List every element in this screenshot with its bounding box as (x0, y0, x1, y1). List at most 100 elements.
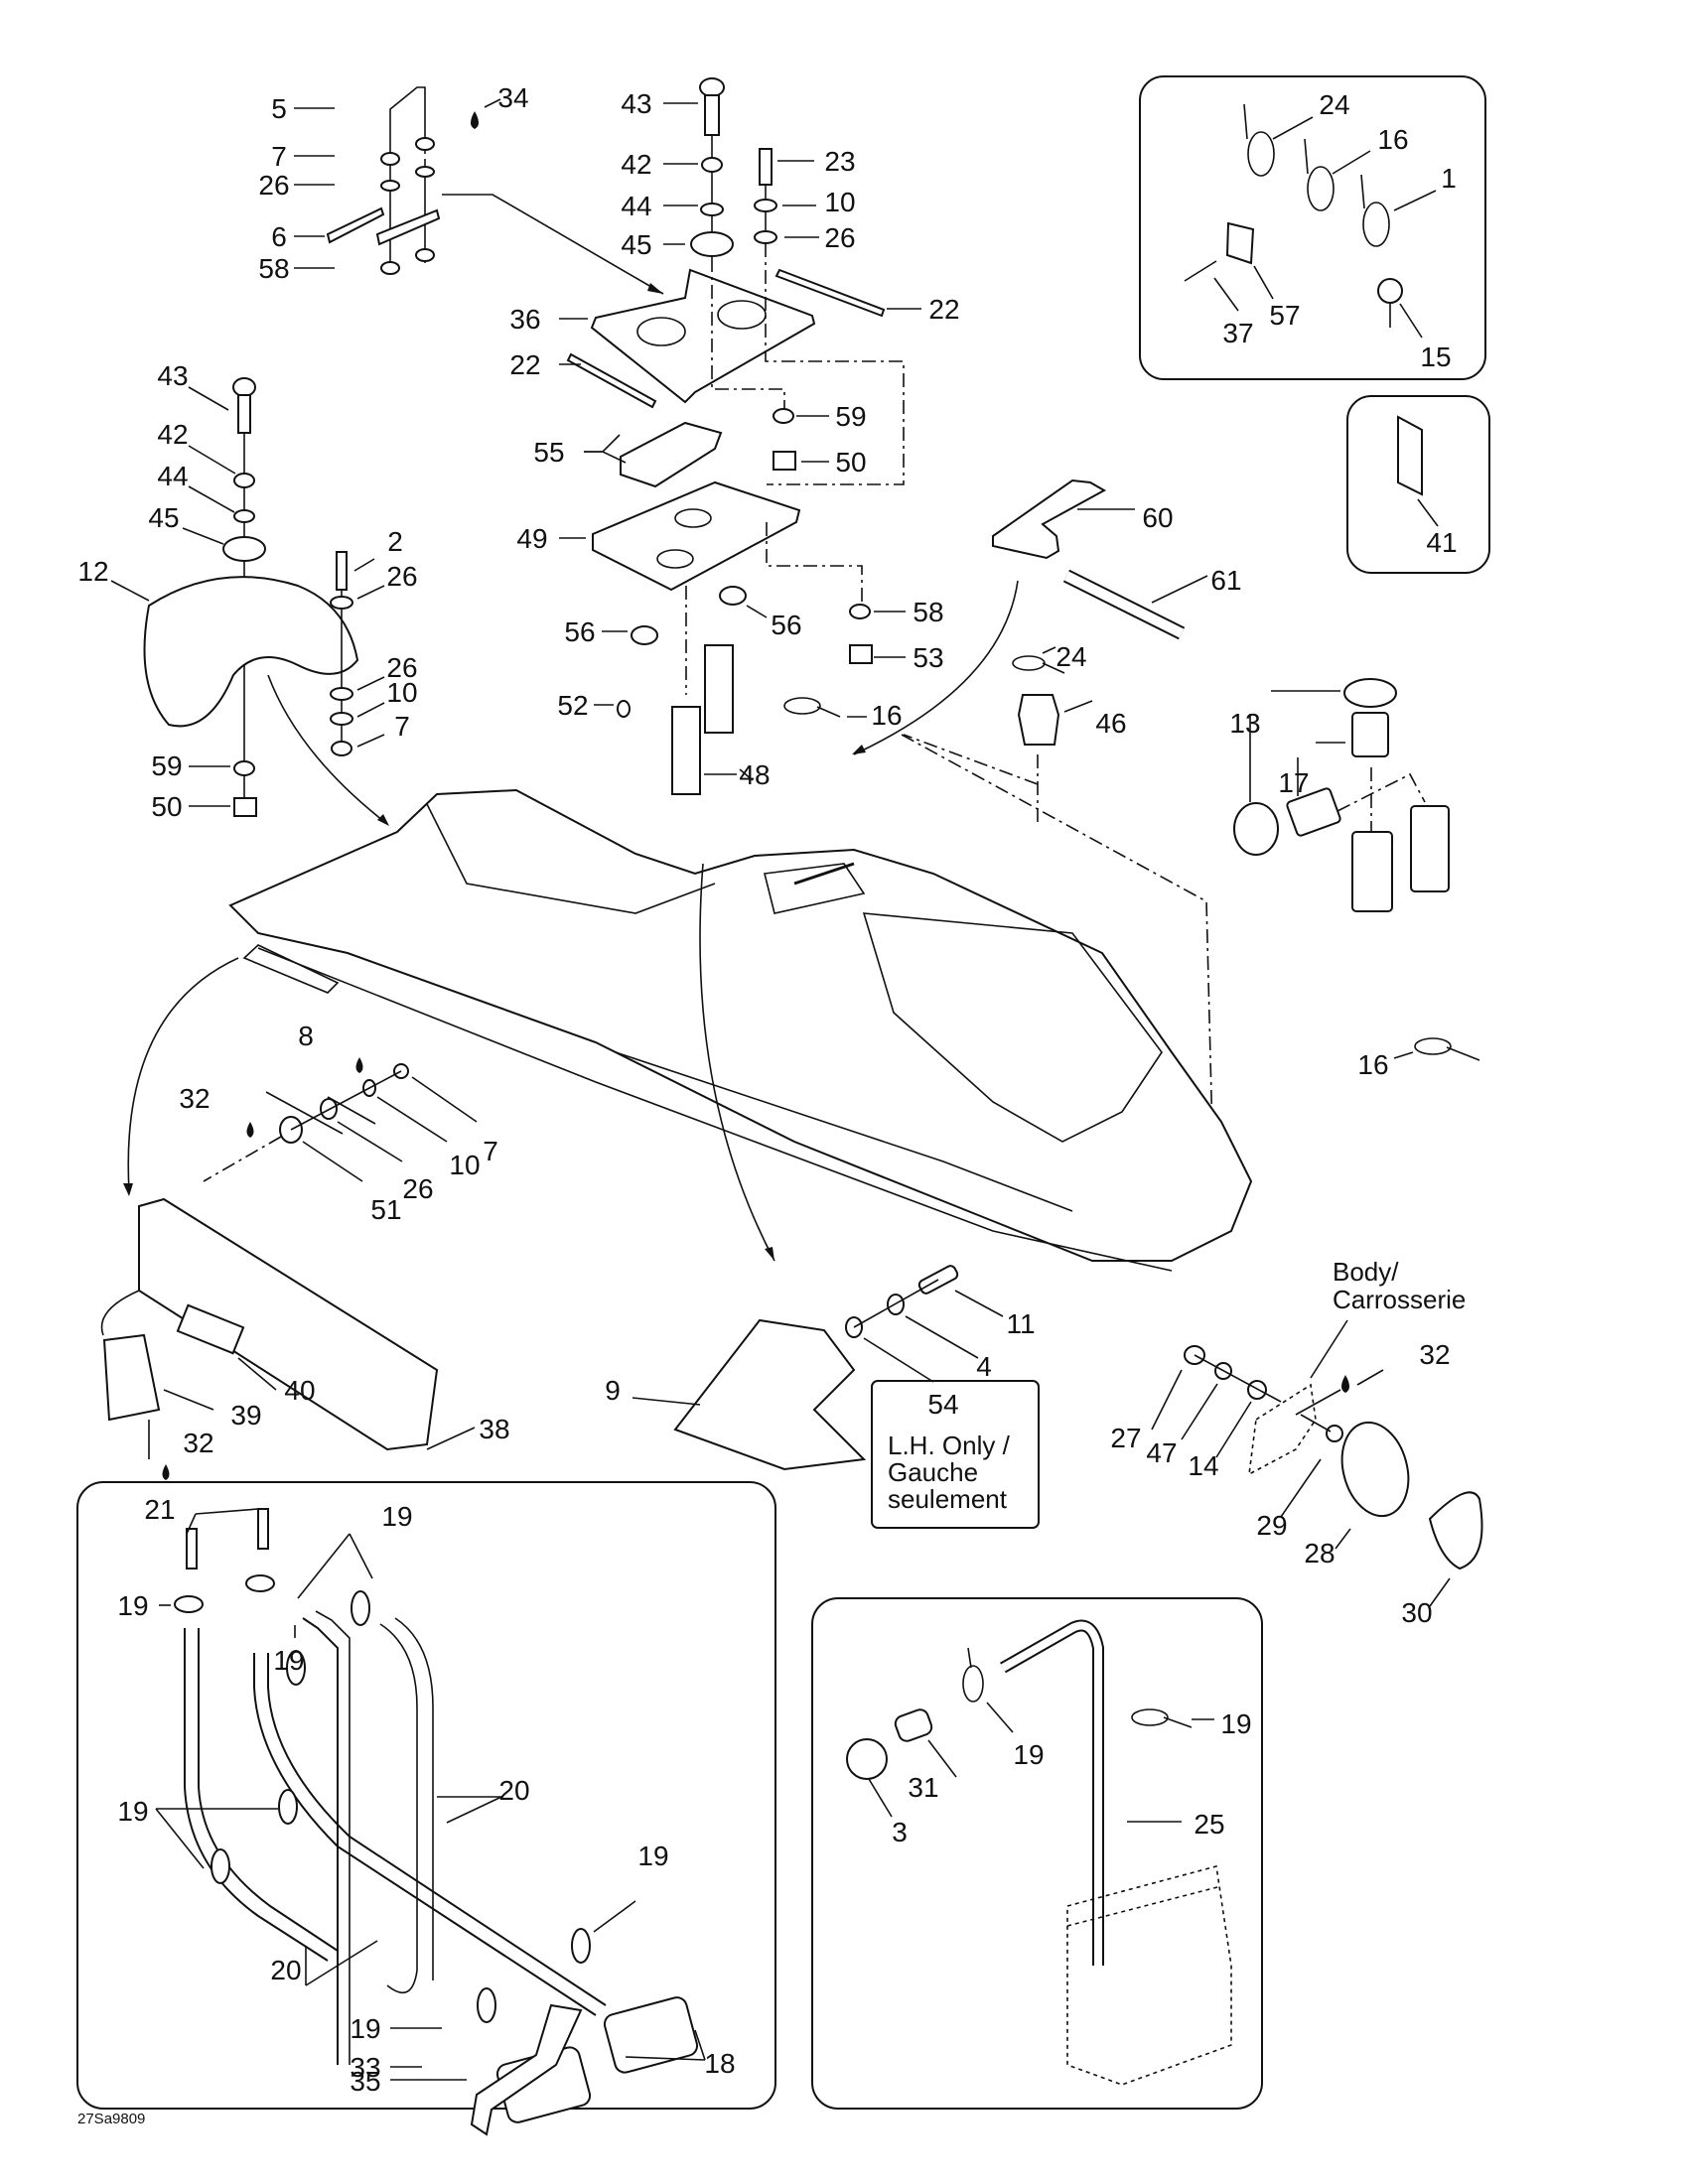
loctite-drop-icon (355, 1057, 363, 1073)
callout-26: 26 (386, 652, 417, 683)
console (764, 863, 866, 914)
side-vent (673, 1318, 867, 1471)
callout-7: 7 (271, 141, 287, 172)
callout-37: 37 (1222, 318, 1253, 348)
callout-50: 50 (151, 791, 182, 822)
hull (228, 788, 1253, 1262)
grommet (1233, 802, 1279, 856)
callout-10: 10 (824, 187, 855, 217)
clip-box: 41 (1346, 395, 1490, 574)
fastener-kit-box: 24 16 1 37 57 15 (1139, 75, 1486, 380)
callout-19: 19 (1013, 1739, 1044, 1770)
callout-30: 30 (1401, 1597, 1432, 1628)
loctite-drop-icon (1341, 1375, 1349, 1393)
callout-20: 20 (270, 1955, 301, 1985)
callout-26: 26 (258, 170, 289, 201)
callout-56: 56 (564, 616, 595, 647)
callout-19: 19 (381, 1501, 412, 1532)
callout-19: 19 (350, 2013, 380, 2044)
battery-vent-box: 19 19 31 3 25 (811, 1597, 1263, 2110)
bellows (704, 644, 734, 734)
callout-27: 27 (1110, 1423, 1141, 1453)
callout-33: 33 (350, 2052, 380, 2083)
callout-61: 61 (1210, 565, 1241, 596)
battery-outline (1066, 1864, 1232, 2086)
elbow-fitting (186, 1528, 198, 1570)
callout-56: 56 (771, 610, 801, 640)
plate (326, 206, 385, 244)
callout-16: 16 (1377, 124, 1408, 155)
loctite-drop-icon (246, 1122, 254, 1138)
callout-21: 21 (144, 1494, 175, 1525)
callout-52: 52 (557, 690, 588, 721)
callout-58: 58 (913, 597, 943, 627)
grab-handle (143, 576, 359, 728)
tow-hook (1428, 1491, 1483, 1570)
callout-40: 40 (284, 1375, 315, 1406)
callout-35: 35 (350, 2066, 380, 2097)
clamp (571, 1928, 591, 1964)
clamp (286, 1650, 306, 1686)
callout-22: 22 (928, 294, 959, 325)
callout-32: 32 (1419, 1339, 1450, 1370)
callout-43: 43 (157, 360, 188, 391)
u-bolt-assembly: 5 34 7 26 6 58 (258, 82, 664, 295)
callout-3: 3 (892, 1817, 908, 1847)
callout-42: 42 (621, 149, 651, 180)
grab-handle-assembly: 43 42 44 45 12 2 26 26 10 7 59 50 (77, 360, 418, 826)
callout-7: 7 (394, 711, 410, 742)
callout-12: 12 (77, 556, 108, 587)
callout-49: 49 (516, 523, 547, 554)
clamp (211, 1848, 230, 1884)
callout-54: 54 (927, 1389, 958, 1420)
callout-5: 5 (271, 93, 287, 124)
callout-14: 14 (1188, 1450, 1218, 1481)
side-vent-assembly: 9 11 4 54 L.H. Only / Gauche seulement (605, 1265, 1040, 1529)
sponson-assembly: 8 32 7 10 26 51 40 39 32 38 (100, 1021, 510, 1480)
callout-18: 18 (704, 2048, 735, 2079)
handlebar-support-assembly: 43 23 42 10 44 26 45 36 22 22 59 55 50 4… (509, 77, 960, 795)
loctite-drop-icon (162, 1464, 170, 1480)
callout-58: 58 (258, 253, 289, 284)
nut (415, 248, 435, 262)
loctite-drop-icon (471, 111, 479, 129)
callout-31: 31 (908, 1772, 938, 1803)
lh-only-note-box (871, 1380, 1040, 1529)
callout-59: 59 (151, 751, 182, 781)
hood-panel (862, 912, 1163, 1143)
callout-10: 10 (449, 1150, 480, 1180)
note-body: Body/ (1333, 1257, 1399, 1287)
sponson-fin (102, 1333, 161, 1422)
callout-36: 36 (509, 304, 540, 335)
callout-17: 17 (1278, 767, 1309, 798)
note-lh-only: L.H. Only / (888, 1431, 1011, 1460)
u-bolt (389, 86, 426, 154)
callout-28: 28 (1304, 1538, 1335, 1569)
callout-48: 48 (739, 759, 770, 790)
callout-57: 57 (1269, 300, 1300, 331)
callout-10: 10 (386, 677, 417, 708)
callout-19: 19 (117, 1796, 148, 1827)
elbow-fitting (257, 1508, 269, 1550)
note-carrosserie: Carrosserie (1333, 1285, 1466, 1314)
seal (992, 478, 1107, 560)
bolt (336, 551, 348, 591)
callout-39: 39 (230, 1400, 261, 1431)
body-fitting-assembly: Body/ Carrosserie 32 27 47 14 29 28 30 (1110, 1257, 1483, 1628)
callout-44: 44 (157, 461, 188, 491)
clamp (351, 1590, 370, 1626)
callout-34: 34 (497, 82, 528, 113)
right-side-parts: 60 61 24 46 13 17 16 (852, 478, 1480, 1175)
clip (1397, 415, 1423, 496)
strip (566, 352, 657, 409)
callout-6: 6 (271, 221, 287, 252)
callout-32: 32 (179, 1083, 210, 1114)
bellows (671, 706, 701, 795)
callout-19: 19 (117, 1590, 148, 1621)
callout-19: 19 (1220, 1708, 1251, 1739)
strip (774, 268, 886, 318)
washer (700, 203, 724, 216)
washer (380, 180, 400, 192)
callout-23: 23 (824, 146, 855, 177)
